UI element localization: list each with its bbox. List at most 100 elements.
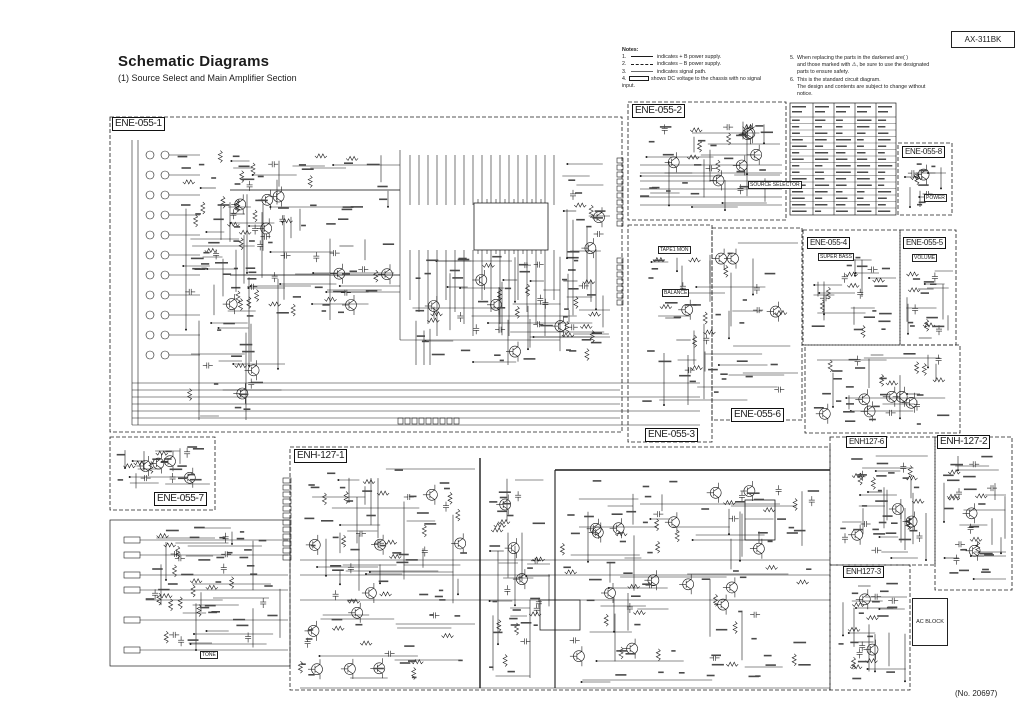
note-text: parts to ensure safety. bbox=[797, 69, 850, 76]
transistor-lead bbox=[493, 299, 500, 304]
resistor-symbol bbox=[885, 380, 899, 386]
note-3: 3.indicates signal path. bbox=[622, 69, 761, 76]
tiny-label-mark bbox=[241, 178, 255, 181]
table-cell-mark bbox=[878, 210, 891, 212]
resistor-symbol bbox=[307, 175, 313, 188]
transistor-lead bbox=[593, 523, 599, 528]
tiny-label-mark bbox=[843, 411, 855, 413]
resistor-symbol bbox=[589, 330, 595, 343]
resistor-symbol bbox=[914, 172, 920, 185]
tiny-label-mark bbox=[431, 353, 445, 356]
resistor-symbol bbox=[321, 492, 328, 506]
tiny-label-mark bbox=[877, 489, 882, 492]
tiny-label-mark bbox=[885, 532, 897, 534]
resistor-symbol bbox=[430, 311, 443, 317]
junction-dot bbox=[904, 176, 906, 178]
tiny-label-mark bbox=[678, 672, 685, 674]
tiny-label-mark bbox=[746, 492, 760, 494]
tiny-label-mark bbox=[567, 514, 575, 516]
tiny-label-mark bbox=[711, 654, 721, 657]
transistor-lead bbox=[870, 644, 876, 649]
table-cell-mark bbox=[878, 139, 891, 141]
tiny-label-mark bbox=[310, 544, 316, 547]
junction-dot bbox=[676, 270, 678, 273]
transistor-lead bbox=[337, 268, 343, 273]
tiny-label-mark bbox=[429, 614, 434, 616]
junction-dot bbox=[248, 225, 251, 227]
junction-dot bbox=[457, 593, 459, 596]
tiny-label-mark bbox=[419, 593, 429, 596]
transistor-lead bbox=[143, 467, 149, 472]
junction-dot bbox=[859, 494, 862, 496]
resistor-symbol bbox=[703, 329, 716, 335]
tiny-label-mark bbox=[981, 455, 993, 458]
board-outline bbox=[804, 344, 961, 434]
tiny-label-mark bbox=[721, 378, 727, 380]
tiny-label-mark bbox=[314, 286, 323, 289]
junction-dot bbox=[813, 284, 816, 286]
junction-dot bbox=[246, 271, 248, 274]
resistor-symbol bbox=[220, 196, 226, 209]
resistor-symbol bbox=[774, 309, 788, 316]
tiny-label-mark bbox=[724, 157, 734, 160]
table-cell-mark bbox=[836, 145, 847, 147]
tiny-label-mark bbox=[518, 263, 529, 266]
resistor-symbol bbox=[654, 540, 661, 554]
tiny-label-mark bbox=[592, 217, 603, 219]
tiny-label-mark bbox=[366, 514, 376, 517]
resistor-symbol bbox=[290, 303, 296, 317]
junction-dot bbox=[1000, 552, 1002, 555]
resistor-symbol bbox=[238, 229, 252, 235]
tiny-label-mark bbox=[644, 495, 652, 498]
resistor-symbol bbox=[872, 277, 885, 283]
table-cell-mark bbox=[792, 145, 807, 147]
junction-dot bbox=[940, 187, 942, 190]
connector-pin bbox=[411, 417, 418, 425]
connector-pin bbox=[616, 264, 624, 271]
tiny-label-mark bbox=[739, 576, 747, 579]
board-label-enh-127-1: ENH-127-1 bbox=[294, 449, 348, 463]
tiny-label-mark bbox=[711, 663, 724, 666]
transistor-lead bbox=[756, 549, 763, 554]
tiny-label-mark bbox=[811, 325, 825, 327]
tiny-label-mark bbox=[651, 268, 659, 270]
transistor-lead bbox=[312, 539, 318, 544]
transistor-lead bbox=[276, 197, 282, 202]
resistor-symbol bbox=[588, 204, 594, 218]
tiny-label-mark bbox=[852, 677, 862, 680]
resistor-symbol bbox=[603, 613, 609, 627]
tiny-label-mark bbox=[322, 304, 330, 306]
tiny-label-mark bbox=[648, 277, 654, 279]
junction-dot bbox=[943, 557, 946, 559]
connector-pin bbox=[282, 491, 292, 498]
resistor-symbol bbox=[921, 363, 927, 376]
tiny-label-mark bbox=[216, 556, 225, 559]
junction-dot bbox=[663, 404, 665, 406]
junction-dot bbox=[868, 277, 871, 279]
tiny-label-mark bbox=[878, 521, 887, 524]
tiny-label-mark bbox=[227, 551, 233, 554]
table-cell-mark bbox=[857, 210, 872, 212]
input-jack-symbol bbox=[160, 330, 170, 340]
transistor-lead bbox=[479, 281, 485, 286]
table-cell-mark bbox=[815, 119, 826, 121]
tiny-label-mark bbox=[338, 218, 349, 220]
resistor-symbol bbox=[947, 495, 961, 501]
table-header-mark bbox=[815, 111, 825, 113]
tiny-label-mark bbox=[760, 131, 773, 134]
tiny-label-mark bbox=[509, 617, 518, 620]
resistor-symbol bbox=[204, 247, 218, 254]
label-volume: VOLUME bbox=[912, 254, 938, 262]
table-cell-mark bbox=[857, 139, 864, 141]
transistor-lead bbox=[745, 128, 751, 133]
transistor-lead bbox=[895, 510, 902, 515]
tiny-label-mark bbox=[222, 273, 232, 275]
tiny-label-mark bbox=[344, 162, 353, 164]
tiny-label-mark bbox=[396, 561, 409, 564]
transistor-lead bbox=[265, 194, 271, 199]
tiny-label-mark bbox=[855, 256, 861, 259]
transistor-lead bbox=[854, 536, 861, 541]
resistor-symbol bbox=[946, 493, 960, 499]
tiny-label-mark bbox=[399, 662, 411, 664]
terminal-label-box bbox=[123, 586, 141, 594]
